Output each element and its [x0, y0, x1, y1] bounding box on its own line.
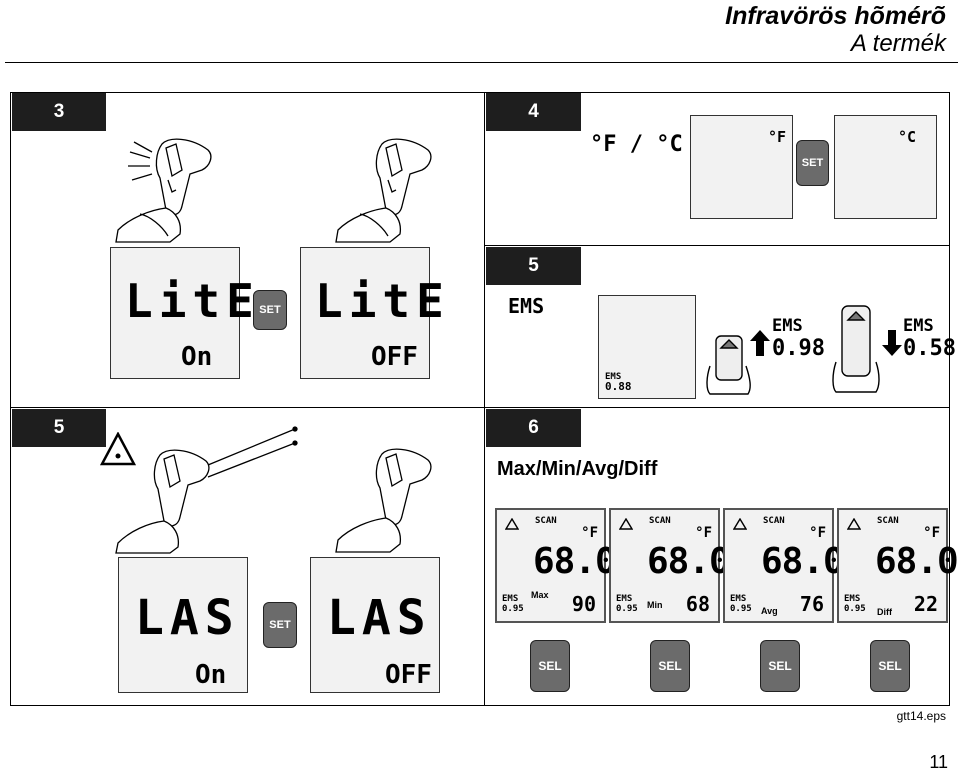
- lcd-sub-text: OFF: [385, 660, 432, 690]
- panel-caption: Max/Min/Avg/Diff: [497, 458, 658, 480]
- panel-tag-6: 6: [486, 409, 581, 447]
- sel-button[interactable]: SEL: [650, 640, 690, 692]
- arrow-up-icon: [750, 330, 770, 356]
- scan-label: SCAN: [763, 516, 785, 526]
- lcd-lite-off: LitE OFF: [300, 247, 444, 379]
- mode-value: 68: [685, 592, 710, 616]
- panel-caption: °F / °C: [590, 132, 683, 157]
- ems-value: 0.95: [844, 604, 866, 614]
- page-title: Infravörös hõmérõ: [725, 2, 946, 30]
- ems-label: EMS: [844, 594, 861, 604]
- lcd-celsius: °C: [834, 115, 937, 219]
- arrow-down-icon: [882, 330, 902, 356]
- lcd-fahrenheit: °F: [690, 115, 793, 219]
- thermometer-hand-illustration: [115, 138, 212, 243]
- main-reading: 68.0: [533, 541, 617, 582]
- warning-triangle-icon: [100, 432, 136, 466]
- scan-label: SCAN: [649, 516, 671, 526]
- mode-label: Avg: [761, 606, 778, 616]
- mode-label: Min: [647, 600, 663, 610]
- ems-label: EMS: [730, 594, 747, 604]
- panel-tag-5-las: 5: [12, 409, 106, 447]
- unit-label: °F: [695, 525, 712, 541]
- warning-icon: [733, 518, 747, 530]
- ems-label: EMS: [616, 594, 633, 604]
- scan-label: SCAN: [535, 516, 557, 526]
- ems-up-label: EMS: [772, 316, 803, 336]
- lcd-sub-text: On: [181, 342, 213, 372]
- unit-label: °F: [923, 525, 940, 541]
- vertical-divider: [484, 92, 485, 706]
- ems-label: EMS: [605, 372, 622, 382]
- lcd-min: SCAN °F 68.0 EMS 0.95 Min 68: [609, 508, 731, 623]
- warning-icon: [505, 518, 519, 530]
- lcd-max: SCAN °F 68.0 EMS 0.95 Max 90: [495, 508, 617, 623]
- ems-down-label: EMS: [903, 316, 934, 336]
- ems-value: 0.95: [502, 604, 524, 614]
- lcd-diff: SCAN °F 68.0 EMS 0.95 Diff 22: [837, 508, 959, 623]
- ems-down-button-icon: [832, 305, 880, 393]
- ems-label: EMS: [502, 594, 519, 604]
- panel-tag-3: 3: [12, 93, 106, 131]
- sel-button[interactable]: SEL: [760, 640, 800, 692]
- mode-label: Diff: [877, 607, 892, 617]
- lcd-sub-text: On: [195, 660, 227, 690]
- unit-label: °F: [581, 525, 598, 541]
- set-button[interactable]: SET: [253, 290, 287, 330]
- figure-frame: [10, 92, 950, 706]
- horizontal-divider-right: [485, 245, 950, 246]
- warning-icon: [847, 518, 861, 530]
- lcd-ems: EMS 0.88: [598, 295, 696, 399]
- ems-down-value: 0.58: [903, 336, 956, 361]
- main-reading: 68.0: [875, 541, 959, 582]
- ems-up-button-icon: [706, 335, 751, 395]
- scan-label: SCAN: [877, 516, 899, 526]
- figure-filename: gtt14.eps: [896, 709, 946, 723]
- thermometer-hand-illustration: [335, 138, 432, 243]
- lcd-main-text: LAS: [135, 590, 240, 646]
- unit-label: °F: [809, 525, 826, 541]
- thermometer-hand-illustration: [335, 448, 432, 553]
- mode-label: Max: [531, 590, 549, 600]
- lcd-las-off: LAS OFF: [310, 557, 440, 693]
- ems-value: 0.88: [605, 380, 632, 393]
- lcd-las-on: LAS On: [118, 557, 248, 693]
- ems-value: 0.95: [616, 604, 638, 614]
- sel-button[interactable]: SEL: [530, 640, 570, 692]
- lcd-avg: SCAN °F 68.0 EMS 0.95 Avg 76: [723, 508, 845, 623]
- lcd-main-text: LitE: [315, 274, 450, 328]
- lcd-main-text: LitE: [125, 274, 260, 328]
- ems-value: 0.95: [730, 604, 752, 614]
- thermometer-laser-illustration: [115, 426, 298, 554]
- main-reading: 68.0: [761, 541, 845, 582]
- main-reading: 68.0: [647, 541, 731, 582]
- page-number: 11: [929, 752, 948, 772]
- horizontal-divider-main: [10, 407, 950, 408]
- lcd-sub-text: OFF: [371, 342, 418, 372]
- lcd-main-text: LAS: [327, 590, 432, 646]
- mode-value: 76: [799, 592, 824, 616]
- sel-button[interactable]: SEL: [870, 640, 910, 692]
- panel-caption: EMS: [508, 294, 545, 318]
- panel-tag-4: 4: [486, 93, 581, 131]
- warning-icon: [619, 518, 633, 530]
- page-subtitle: A termék: [850, 30, 946, 57]
- unit-label: °F: [767, 128, 786, 146]
- mode-value: 22: [913, 592, 938, 616]
- set-button[interactable]: SET: [263, 602, 297, 648]
- unit-label: °C: [897, 128, 916, 146]
- header-rule: [5, 62, 958, 63]
- panel-tag-5-ems: 5: [486, 247, 581, 285]
- lcd-lite-on: LitE On: [110, 247, 254, 379]
- mode-value: 90: [571, 592, 596, 616]
- ems-up-value: 0.98: [772, 336, 825, 361]
- set-button[interactable]: SET: [796, 140, 829, 186]
